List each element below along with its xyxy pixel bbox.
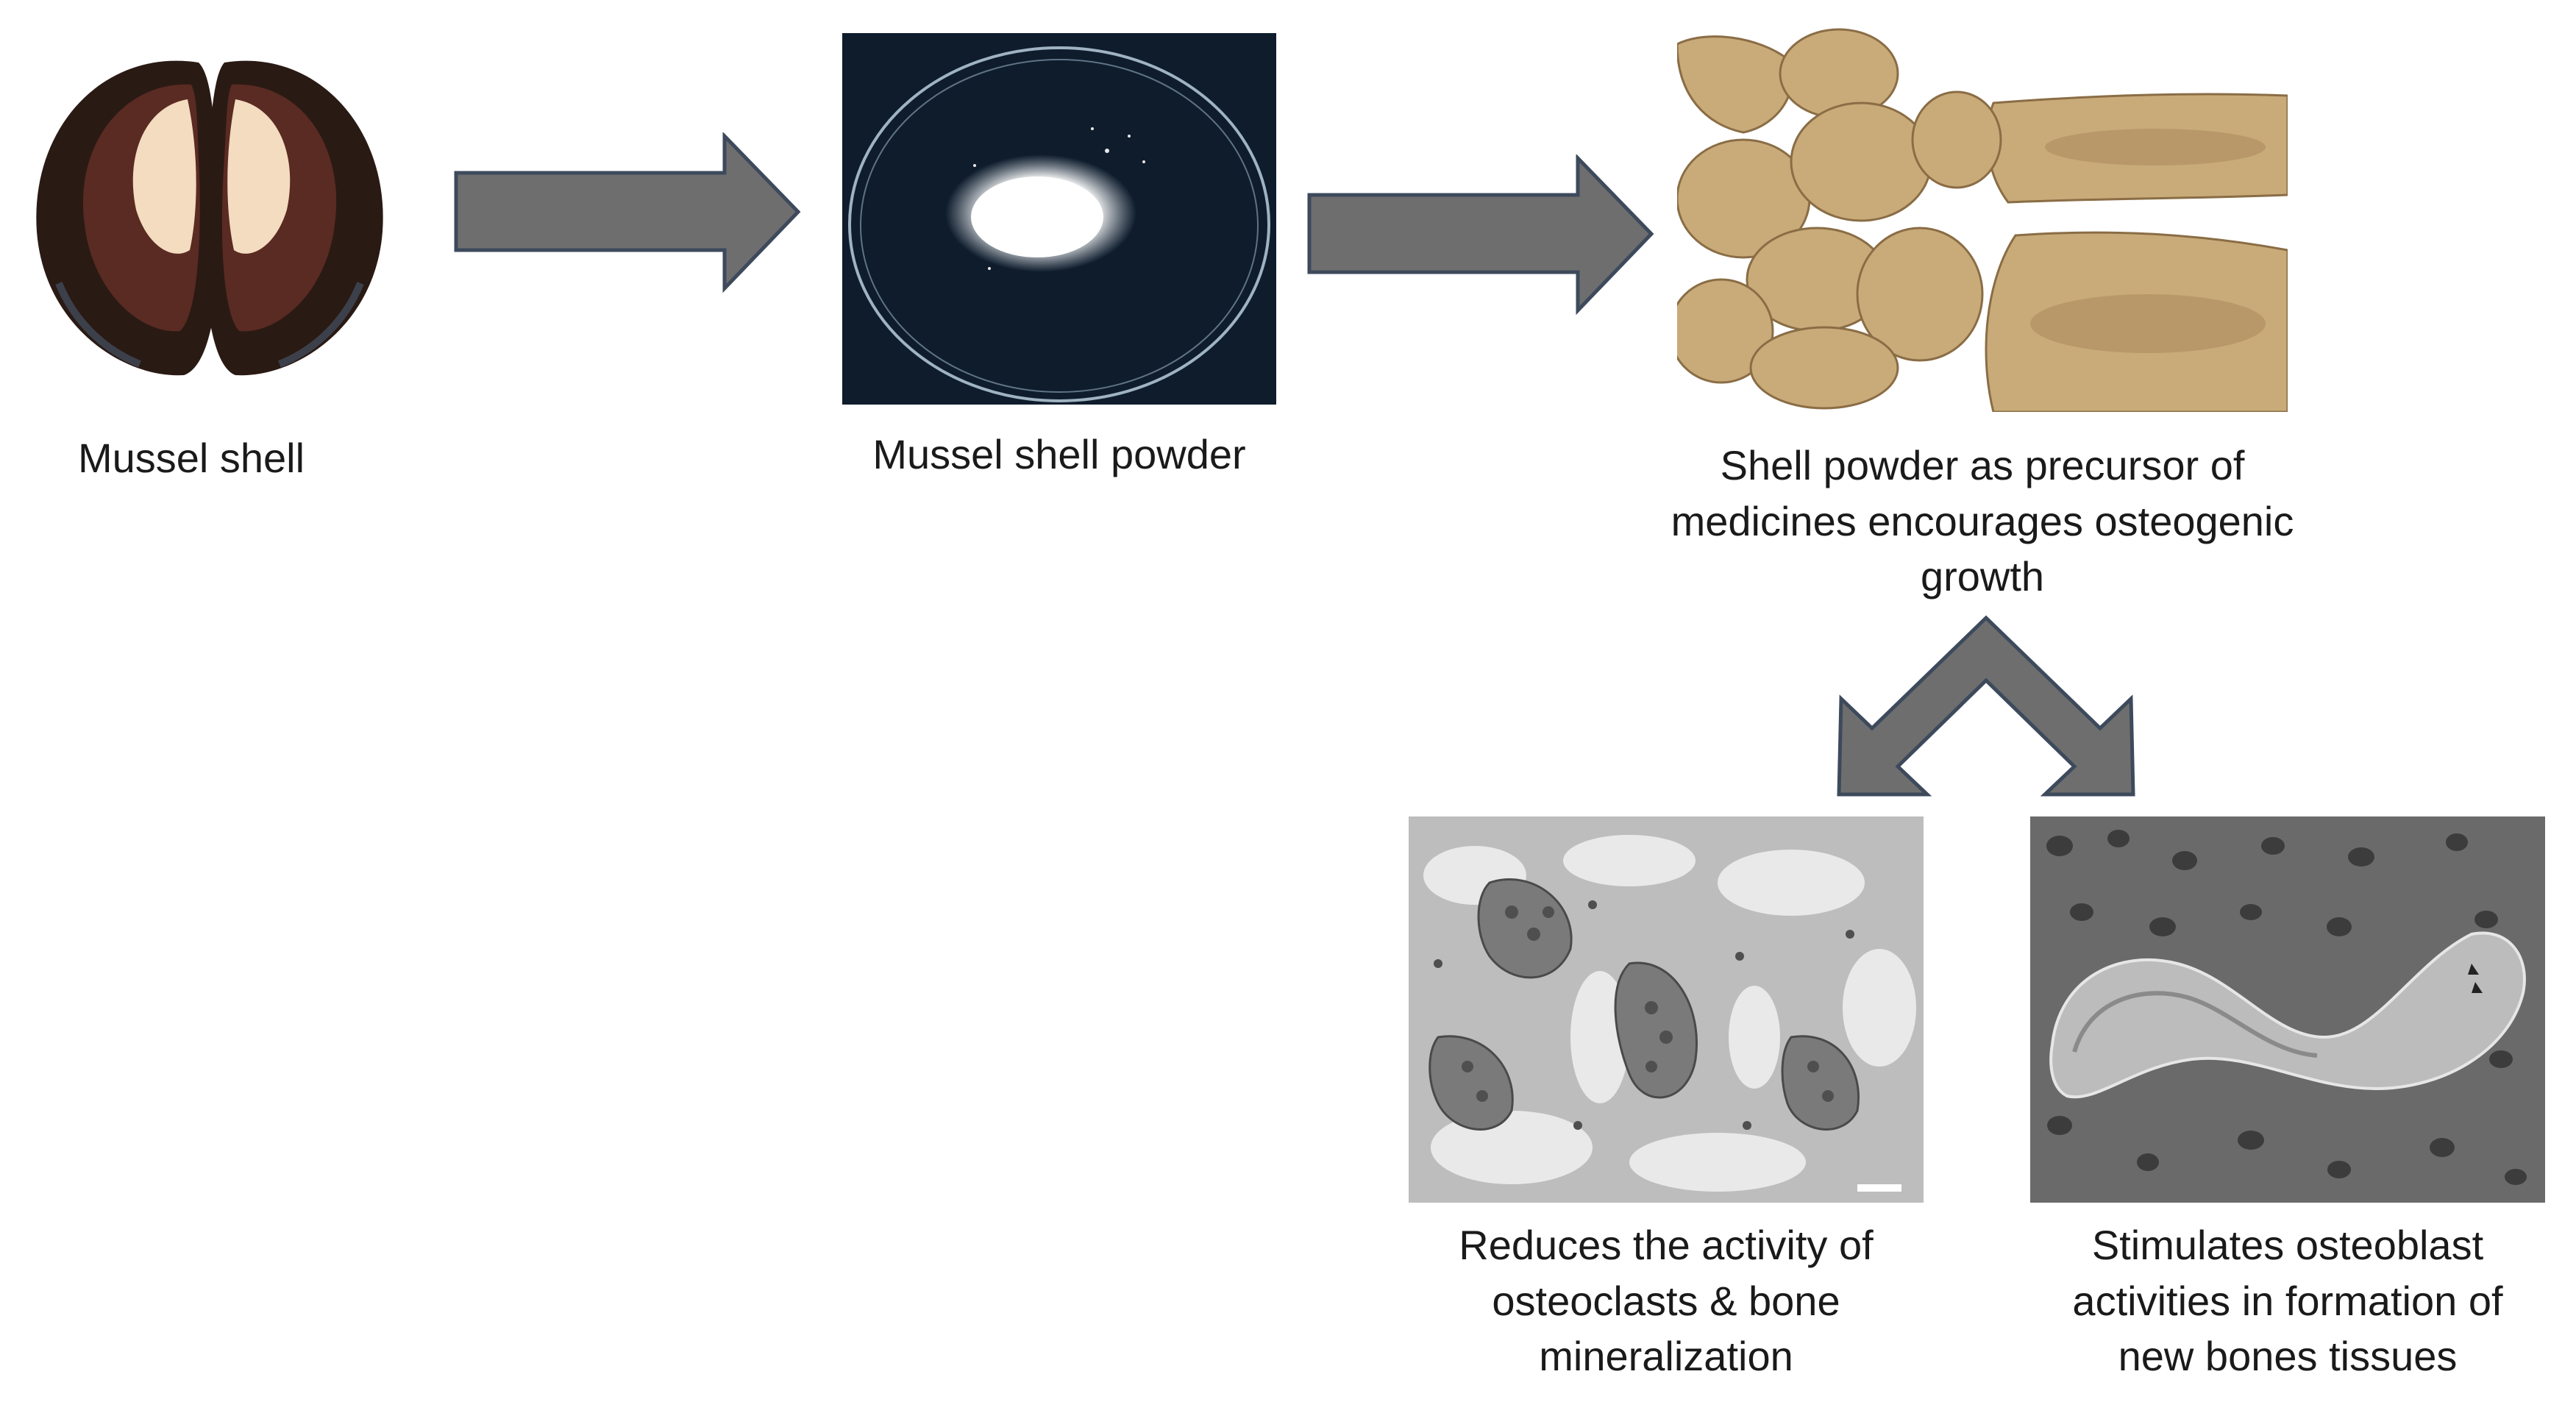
caption-line: mineralization bbox=[1539, 1333, 1793, 1380]
caption-line: activities in formation of bbox=[2072, 1277, 2503, 1324]
osteoclast-caption: Reduces the activity of osteoclasts & bo… bbox=[1387, 1217, 1946, 1384]
osteoblast-caption: Stimulates osteoblast activities in form… bbox=[2004, 1217, 2571, 1384]
caption-line: Reduces the activity of bbox=[1459, 1222, 1874, 1268]
caption-line: new bones tissues bbox=[2118, 1333, 2458, 1380]
caption-line: Shell powder as precursor of bbox=[1720, 442, 2245, 488]
bone-image bbox=[1677, 15, 2288, 412]
shell-powder-image bbox=[842, 33, 1276, 405]
caption-line: Mussel shell bbox=[77, 435, 305, 481]
right-arrow-icon bbox=[1307, 154, 1654, 316]
shell-powder-caption: Mussel shell powder bbox=[816, 427, 1302, 483]
osteoclast-histology-image bbox=[1409, 816, 1924, 1203]
caption-line: osteoclasts & bone bbox=[1492, 1277, 1840, 1324]
osteoblast-sem-image bbox=[2030, 816, 2545, 1203]
caption-line: growth bbox=[1920, 553, 2045, 600]
caption-line: Stimulates osteoblast bbox=[2091, 1222, 2484, 1268]
right-arrow-icon bbox=[454, 132, 801, 293]
caption-line: medicines encourages osteogenic bbox=[1671, 497, 2294, 544]
mussel-shell-image bbox=[15, 40, 405, 390]
bone-precursor-caption: Shell powder as precursor of medicines e… bbox=[1596, 438, 2369, 605]
caption-line: Mussel shell powder bbox=[872, 431, 1246, 477]
split-arrow-icon bbox=[1837, 615, 2135, 797]
mussel-shell-caption: Mussel shell bbox=[15, 430, 368, 486]
